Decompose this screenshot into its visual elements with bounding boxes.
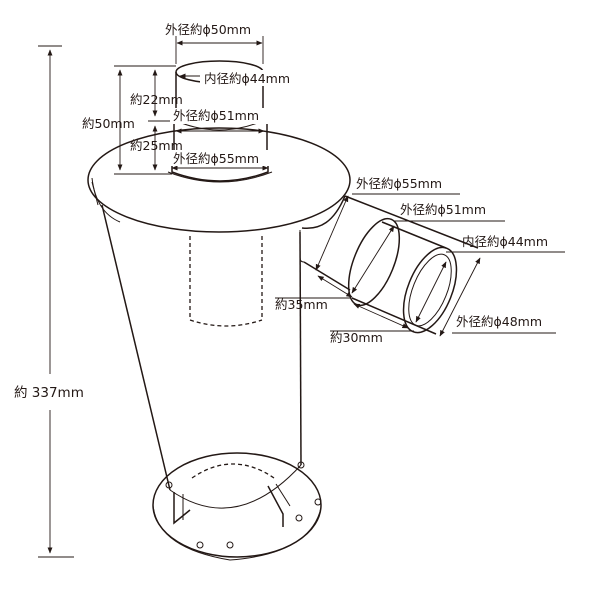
label-side-inner-44: 内径約ϕ44mm bbox=[462, 234, 548, 249]
total-height-dimension bbox=[38, 45, 74, 558]
label-top-inner-dia: 内径約ϕ44mm bbox=[204, 71, 290, 86]
label-base-outer-55: 外径約ϕ55mm bbox=[173, 151, 259, 166]
cone-body bbox=[101, 195, 346, 491]
label-height-50: 約50mm bbox=[82, 116, 135, 131]
label-side-length-35: 約35mm bbox=[275, 297, 328, 312]
label-side-outer-55: 外径約ϕ55mm bbox=[356, 176, 442, 191]
dimension-lines bbox=[114, 36, 565, 337]
label-mid-outer-51: 外径約ϕ51mm bbox=[173, 108, 259, 123]
label-height-25: 約25mm bbox=[130, 138, 183, 153]
side-inlet-pipe bbox=[303, 195, 479, 335]
label-side-outer-48: 外径約ϕ48mm bbox=[456, 314, 542, 329]
bottom-flange bbox=[152, 452, 322, 561]
dimension-labels: 外径約ϕ50mm 内径約ϕ44mm 約22mm 約50mm 外径約ϕ51mm 約… bbox=[14, 22, 548, 401]
label-height-22: 約22mm bbox=[130, 92, 183, 107]
label-side-outer-51: 外径約ϕ51mm bbox=[400, 202, 486, 217]
label-side-length-30: 約30mm bbox=[330, 330, 383, 345]
top-disk bbox=[87, 127, 351, 233]
label-total-height: 約 337mm bbox=[14, 385, 84, 401]
label-top-outer-dia: 外径約ϕ50mm bbox=[165, 22, 251, 37]
